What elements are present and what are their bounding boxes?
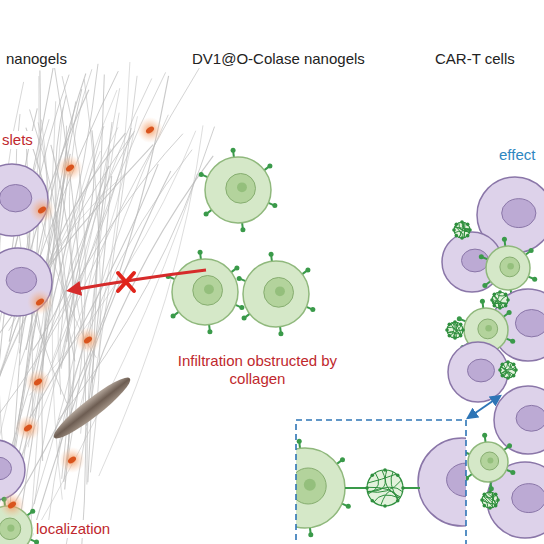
collagen-fiber [53, 60, 85, 544]
region-label: slets [0, 131, 35, 149]
glow [57, 155, 83, 181]
orange-particle [145, 125, 155, 134]
glow [15, 415, 41, 441]
orange-particle [65, 163, 75, 172]
zoom-box [296, 420, 466, 544]
glow [29, 197, 55, 223]
car-t-cell [166, 250, 245, 334]
collagen-fiber [12, 76, 168, 507]
annotation: localization [34, 520, 112, 538]
collagen-fiber [87, 122, 112, 485]
glow [75, 327, 101, 353]
zoom-arrow [468, 396, 500, 418]
collagen-fiber [51, 174, 79, 363]
legend-heading: CAR-T cells [433, 50, 517, 68]
orange-particle [35, 297, 45, 306]
tumor-cell [0, 440, 25, 500]
collagen-fiber [74, 62, 130, 429]
orange-particle [7, 500, 17, 509]
glow [25, 369, 51, 395]
glow [59, 447, 85, 473]
legend-heading: nanogels [4, 50, 69, 68]
blocked-arrow [72, 270, 206, 290]
collagen-fiber [30, 120, 49, 382]
car-t-cell [199, 148, 278, 232]
glow [0, 492, 25, 518]
car-t-cell [461, 433, 516, 492]
legend-heading: DV1@O-Colase nanogels [190, 50, 367, 68]
nanogel [480, 490, 500, 510]
nanogel [498, 360, 518, 380]
collagen-fiber [46, 115, 168, 537]
orange-particle [23, 423, 33, 432]
nanogel [490, 290, 510, 310]
nanogel [365, 468, 405, 508]
orange-particle [37, 205, 47, 214]
tumor-cell-zoom [418, 438, 466, 526]
glow [27, 289, 53, 315]
tumor-cell [0, 248, 52, 316]
tumor-cell [448, 342, 508, 402]
glow [137, 117, 163, 143]
nanogel [452, 220, 472, 240]
orange-particle [33, 377, 43, 386]
nanogel [445, 320, 465, 340]
annotation: Infiltration obstructed by collagen [168, 352, 347, 388]
car-t-cell [237, 252, 316, 336]
car-t-cell [296, 439, 351, 537]
orange-particle [83, 335, 93, 344]
collagen-fiber [34, 72, 165, 504]
cross-mark [118, 273, 134, 291]
tumor-cell [494, 386, 544, 454]
fibroblast [49, 371, 136, 444]
orange-particle [67, 455, 77, 464]
annotation: effect [497, 146, 537, 164]
